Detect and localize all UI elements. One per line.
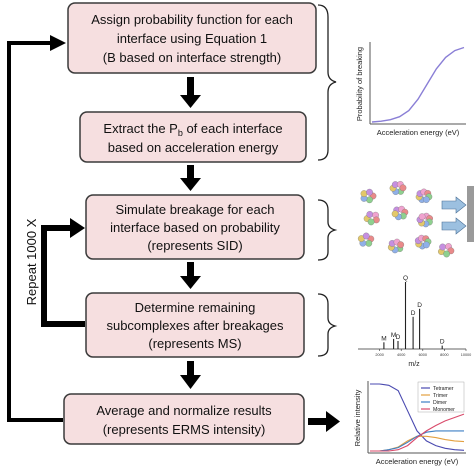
brace-2 <box>317 199 338 261</box>
step-4-line-3: (represents MS) <box>148 336 241 351</box>
outer-loop-arrow <box>7 35 66 422</box>
ms-peak-label: M <box>381 335 386 342</box>
erms-ylabel: Relative intensity <box>353 389 362 446</box>
sid-arrows <box>441 186 474 242</box>
step-2-line-1: Extract the Pb of each interface <box>103 121 282 138</box>
erms-legend-label: Tetramer <box>433 386 454 392</box>
prob-ylabel: Probability of breaking <box>355 47 364 121</box>
step-2-line-2: based on acceleration energy <box>108 140 279 155</box>
down-arrow-3 <box>180 262 201 289</box>
step-3-line-1: Simulate breakage for each <box>116 202 275 217</box>
ms-peak-label: D <box>440 339 445 346</box>
ms-tick-label: 8000 <box>440 353 448 357</box>
step-3-line-2: interface based on probability <box>110 220 280 235</box>
protein-cluster <box>438 243 455 258</box>
step-box-2: Extract the Pb of each interface based o… <box>79 111 307 163</box>
erms-legend-label: Monomer <box>433 407 455 413</box>
erms-series-line <box>370 413 465 452</box>
step-box-4: Determine remaining subcomplexes after b… <box>85 292 305 358</box>
prob-xlabel: Acceleration energy (eV) <box>377 128 460 137</box>
erms-series-line <box>370 383 465 451</box>
ms-peak-label: Q <box>403 275 408 282</box>
down-arrow-1 <box>180 77 201 108</box>
ms-peak-label: D <box>396 334 401 341</box>
step-1-line-1: Assign probability function for each <box>91 12 293 27</box>
ms-tick-label: 4000 <box>397 353 405 357</box>
protein-cluster <box>416 212 433 228</box>
ms-tick-label: 6000 <box>419 353 427 357</box>
sid-surface <box>467 186 474 242</box>
ms-peak-label: D <box>417 302 422 309</box>
step-box-3: Simulate breakage for each interface bas… <box>85 194 305 260</box>
step-4-line-2: subcomplexes after breakages <box>106 318 284 333</box>
step-box-1: Assign probability function for each int… <box>67 2 317 74</box>
output-arrow <box>308 411 340 432</box>
down-arrow-4 <box>180 361 201 389</box>
protein-cluster <box>389 181 407 195</box>
probability-plot: Probability of breaking Acceleration ene… <box>355 42 466 137</box>
probability-curve <box>371 46 465 123</box>
step-1-line-3: (B based on interface strength) <box>103 50 282 65</box>
protein-cluster <box>357 232 375 247</box>
protein-cluster <box>414 234 432 250</box>
erms-legend-label: Trimer <box>433 393 448 399</box>
step-5-line-2: (represents ERMS intensity) <box>103 422 266 437</box>
erms-xlabel: Acceleration energy (eV) <box>376 457 459 466</box>
ms-peak-label: D <box>411 310 416 317</box>
ms-tick-label: 10000 <box>461 353 472 357</box>
sid-illustration <box>357 181 455 258</box>
loop-label: Repeat 1000 X <box>24 218 39 305</box>
erms-series-line <box>370 430 464 452</box>
step-4-line-1: Determine remaining <box>135 300 256 315</box>
down-arrow-2 <box>180 165 201 191</box>
ms-tick-label: 2000 <box>375 353 383 357</box>
step-3-line-3: (represents SID) <box>147 238 242 253</box>
protein-cluster <box>387 238 405 254</box>
erms-legend-label: Dimer <box>433 400 447 406</box>
ms-xlabel: m/z <box>408 361 420 368</box>
protein-cluster <box>363 211 380 226</box>
inner-loop-arrow <box>41 218 85 327</box>
step-1-line-2: interface using Equation 1 <box>117 31 267 46</box>
protein-cluster <box>415 188 433 203</box>
ms-peak-label: M <box>391 332 396 339</box>
brace-1 <box>317 4 337 161</box>
brace-3 <box>317 293 338 357</box>
step-box-5: Average and normalize results (represent… <box>63 393 305 445</box>
protein-cluster <box>391 205 409 221</box>
protein-cluster <box>360 188 377 204</box>
step-5-line-1: Average and normalize results <box>96 403 272 418</box>
